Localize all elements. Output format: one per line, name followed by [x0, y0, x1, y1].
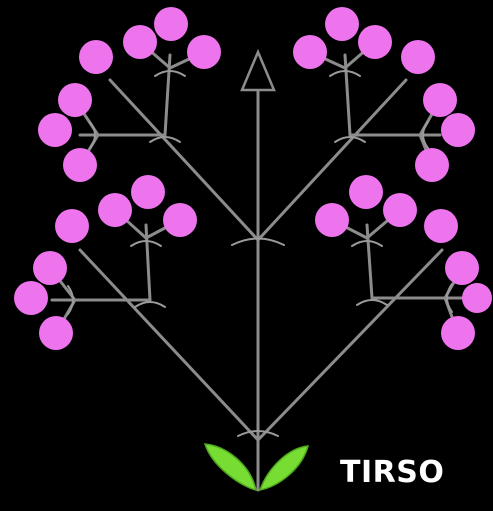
leaf-right	[260, 446, 308, 490]
flower	[14, 281, 48, 315]
flower	[39, 316, 73, 350]
flower	[462, 283, 492, 313]
branch-lower-left	[80, 250, 258, 440]
flower	[401, 40, 435, 74]
stem-group	[50, 42, 475, 490]
flower	[63, 148, 97, 182]
flower	[424, 209, 458, 243]
flower	[315, 203, 349, 237]
flower	[441, 316, 475, 350]
flower	[187, 35, 221, 69]
bract	[135, 302, 165, 307]
apex-arrowhead	[242, 52, 274, 90]
flower	[38, 113, 72, 147]
flower	[325, 7, 359, 41]
diagram-label: TIRSO	[340, 458, 444, 488]
flower	[445, 251, 479, 285]
flower	[441, 113, 475, 147]
flower	[163, 203, 197, 237]
leaf-left	[205, 444, 256, 490]
branch-lower-right	[258, 250, 442, 440]
flower	[349, 175, 383, 209]
flower	[79, 40, 113, 74]
flower	[123, 25, 157, 59]
flower	[98, 193, 132, 227]
flower	[423, 83, 457, 117]
flower	[415, 148, 449, 182]
flower	[358, 25, 392, 59]
bract	[357, 300, 387, 305]
flower	[33, 251, 67, 285]
flower	[58, 83, 92, 117]
flower	[293, 35, 327, 69]
flower	[383, 193, 417, 227]
bract-group	[68, 71, 452, 436]
flower	[131, 175, 165, 209]
flower	[55, 209, 89, 243]
flower	[154, 7, 188, 41]
